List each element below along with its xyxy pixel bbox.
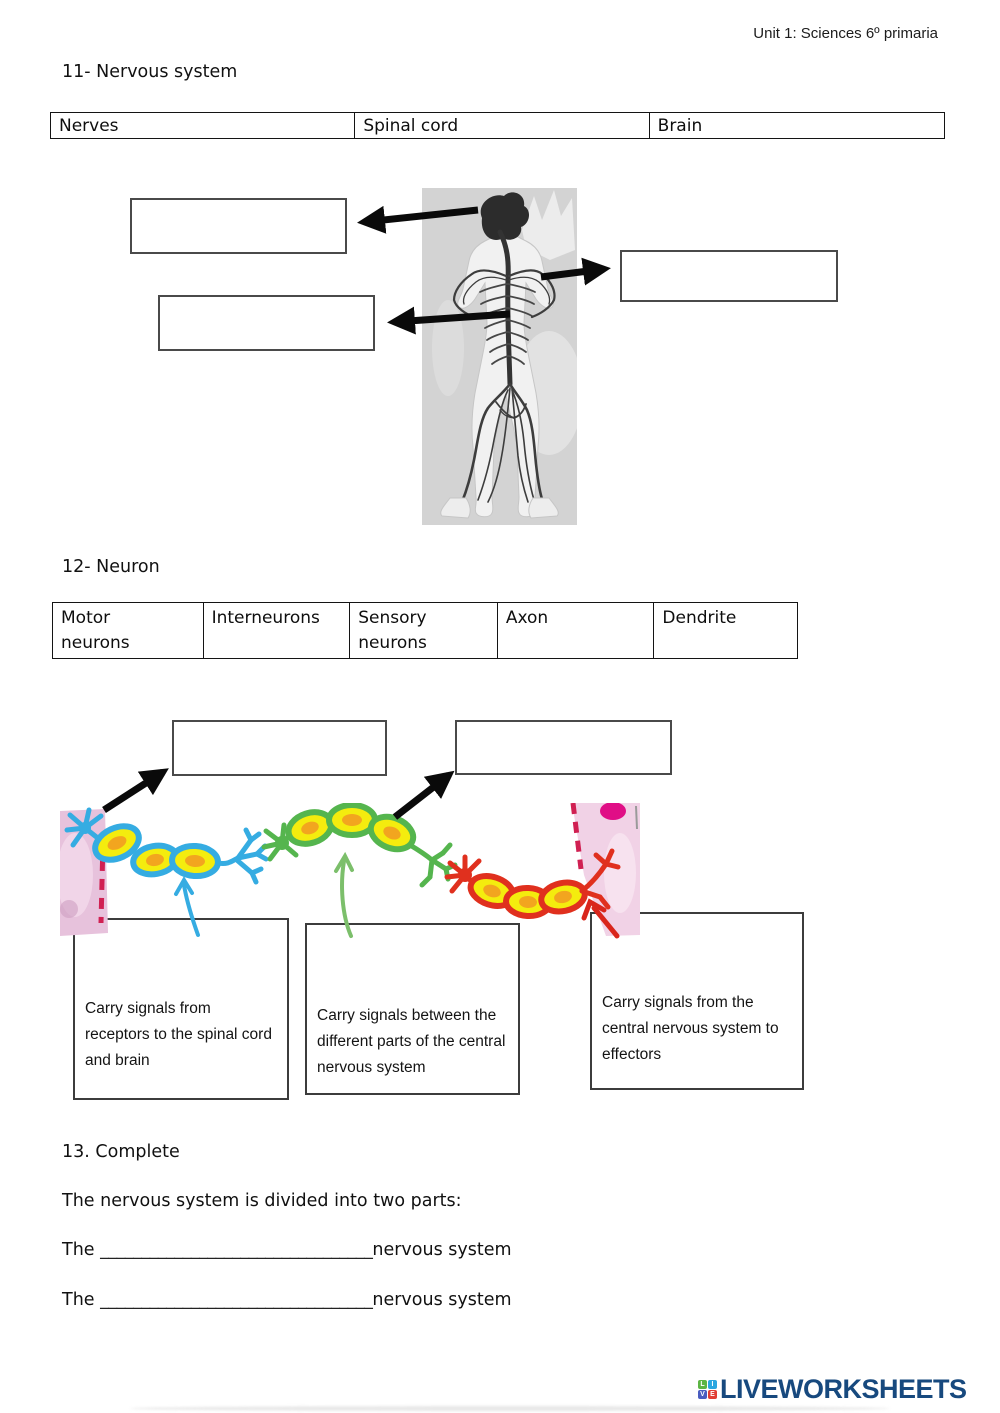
word-bank-nervous-system: Nerves Spinal cord Brain bbox=[50, 112, 945, 139]
neuron-card-motor: ________________________ Carry signals f… bbox=[590, 912, 804, 1090]
word-bank-item-interneurons: Interneurons bbox=[204, 603, 351, 658]
answer-blank[interactable]: _________________________ bbox=[85, 966, 249, 980]
word-bank-item-motor-neurons: Motor neurons bbox=[53, 603, 204, 658]
answer-box-neuron-part-1[interactable] bbox=[172, 720, 387, 776]
magenta-blob bbox=[600, 803, 626, 820]
arrow-green-neuron-to-box bbox=[392, 770, 455, 820]
word-bank-item-dendrite: Dendrite bbox=[662, 608, 737, 628]
nervous-system-body-illustration bbox=[422, 188, 577, 525]
complete-line-2: The _________________________________ner… bbox=[62, 1290, 512, 1310]
interneuron-figure bbox=[261, 803, 458, 938]
word-bank-item-spinal-cord: Spinal cord bbox=[355, 113, 650, 138]
gray-tick bbox=[635, 805, 638, 830]
liveworksheets-logo-icon: L I V E bbox=[698, 1380, 717, 1399]
answer-blank[interactable]: _________________________________ bbox=[100, 1240, 373, 1260]
section13-title: 13. Complete bbox=[62, 1142, 180, 1162]
neuron-description: Carry signals between the different part… bbox=[317, 1007, 506, 1076]
neuron-card-interneuron: _________________________ Carry signals … bbox=[305, 923, 520, 1095]
neuron-card-sensory: _________________________ Carry signals … bbox=[73, 918, 289, 1100]
section11-title: 11- Nervous system bbox=[62, 62, 238, 82]
word-bank-item-sensory-neurons: Sensory neurons bbox=[350, 603, 498, 658]
word-bank-item-brain: Brain bbox=[657, 116, 703, 136]
answer-blank[interactable]: _________________________________ bbox=[100, 1290, 373, 1310]
myelin-dash-right bbox=[570, 803, 584, 870]
answer-box-brain-label[interactable] bbox=[130, 198, 347, 254]
liveworksheets-logo-text: LIVEWORKSHEETS bbox=[720, 1374, 967, 1404]
liveworksheets-logo[interactable]: L I V E LIVEWORKSHEETS bbox=[698, 1374, 967, 1404]
brain-blob bbox=[480, 192, 530, 240]
scan-artifact bbox=[130, 1406, 890, 1411]
answer-box-spinal-cord-label[interactable] bbox=[620, 250, 838, 302]
word-bank-item-nerves: Nerves bbox=[51, 113, 356, 138]
light-patch bbox=[522, 190, 575, 260]
answer-box-nerves-label[interactable] bbox=[158, 295, 375, 351]
neuron-description: Carry signals from receptors to the spin… bbox=[85, 1000, 272, 1069]
page-header: Unit 1: Sciences 6º primaria bbox=[753, 25, 938, 42]
answer-blank[interactable]: ________________________ bbox=[602, 960, 759, 974]
arrow-blue-neuron-to-box bbox=[102, 768, 169, 813]
tissue-left bbox=[60, 809, 108, 936]
section13-intro: The nervous system is divided into two p… bbox=[62, 1191, 462, 1211]
answer-box-neuron-part-2[interactable] bbox=[455, 720, 672, 775]
word-bank-neuron: Motor neurons Interneurons Sensory neuro… bbox=[52, 602, 798, 659]
neuron-description: Carry signals from the central nervous s… bbox=[602, 994, 779, 1063]
arm-nerves bbox=[452, 269, 556, 319]
word-bank-item-axon: Axon bbox=[498, 603, 655, 658]
myelin-dash-left bbox=[98, 840, 106, 924]
sensory-neuron-figure bbox=[64, 807, 269, 937]
section12-title: 12- Neuron bbox=[62, 557, 160, 577]
answer-blank[interactable]: _________________________ bbox=[317, 973, 481, 987]
leg-nerves bbox=[460, 382, 545, 504]
complete-line-1: The _________________________________ner… bbox=[62, 1240, 512, 1260]
